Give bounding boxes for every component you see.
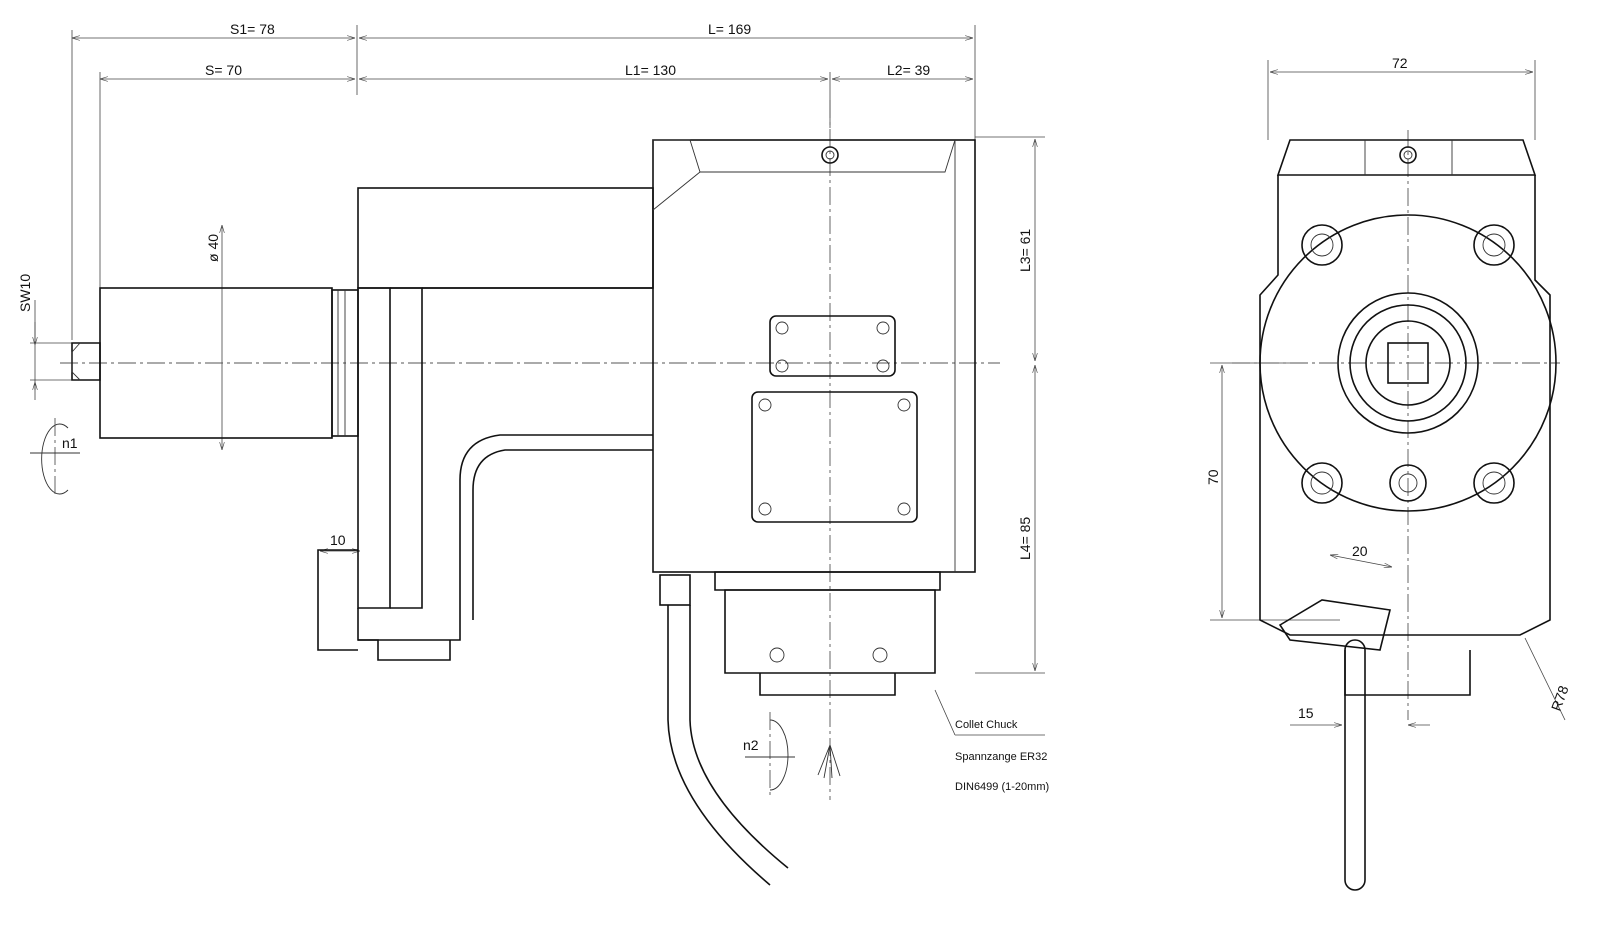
dim-l1: L1= 130 <box>625 62 676 78</box>
side-view: S1= 78 L= 169 S= 70 L1= 130 L2= 39 ø 40 … <box>17 21 1049 886</box>
chip-icon <box>817 744 841 779</box>
dim-offset: 20 <box>1352 543 1368 559</box>
front-view: 72 70 20 15 R78 <box>1205 55 1572 891</box>
flange <box>1259 214 1557 512</box>
housing-outline <box>1259 175 1551 636</box>
callout-line3: DIN6499 (1-20mm) <box>955 781 1049 793</box>
dim-ten: 10 <box>330 532 346 548</box>
cable <box>1344 639 1366 891</box>
collet-chuck: Collet Chuck Spannzange ER32 DIN6499 (1-… <box>659 571 1049 886</box>
input-shaft <box>71 287 359 439</box>
dim-s1: S1= 78 <box>230 21 275 37</box>
dim-l2: L2= 39 <box>887 62 930 78</box>
dim-shaft: 15 <box>1298 705 1314 721</box>
top-block <box>1276 139 1537 176</box>
cable-gland <box>1278 599 1391 651</box>
bolt-icons <box>1301 224 1515 504</box>
housing <box>317 139 976 661</box>
dim-sw: SW10 <box>17 274 33 312</box>
dim-diameter: ø 40 <box>205 234 221 262</box>
dim-s: S= 70 <box>205 62 242 78</box>
dim-width: 72 <box>1392 55 1408 71</box>
label-n2: n2 <box>743 737 759 753</box>
dim-l4: L4= 85 <box>1017 517 1033 560</box>
dim-l: L= 169 <box>708 21 751 37</box>
callout-line2: Spannzange ER32 <box>955 751 1047 763</box>
label-n1: n1 <box>62 435 78 451</box>
rotation-n2-icon: n2 <box>743 712 841 798</box>
dim-l3: L3= 61 <box>1017 229 1033 272</box>
callout-line1: Collet Chuck <box>955 719 1018 731</box>
rotation-n1-icon: n1 <box>30 418 80 495</box>
dimension-lines <box>30 25 1045 736</box>
dim-radius: R78 <box>1548 683 1572 713</box>
dim-height: 70 <box>1205 469 1221 485</box>
